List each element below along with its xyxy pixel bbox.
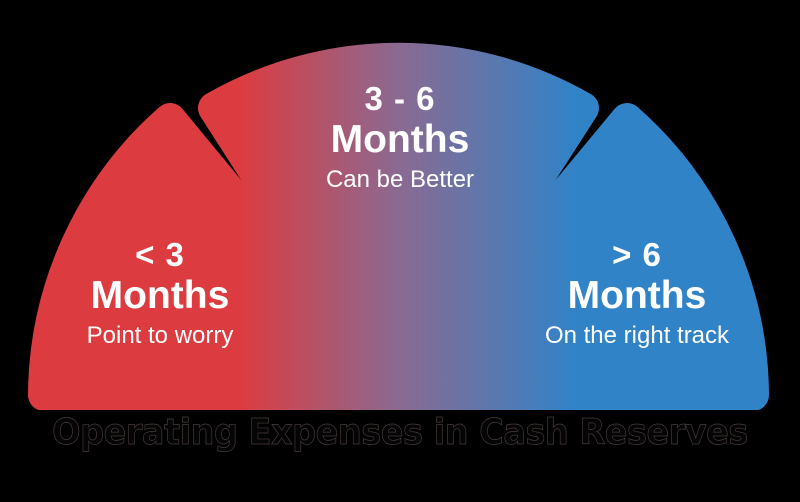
segment-middle-range: 3 - 6: [364, 80, 436, 117]
chart-title: Operating Expenses in Cash Reserves: [52, 412, 749, 454]
segment-right-caption: On the right track: [544, 322, 730, 349]
segment-label-middle: 3 - 6 Months Can be Better: [273, 82, 527, 192]
segment-middle-unit: Months: [330, 118, 470, 161]
segment-left-range: < 3: [135, 236, 185, 273]
segment-middle-caption: Can be Better: [325, 166, 475, 193]
gauge-segment-right[interactable]: [382, 103, 769, 410]
gauge-segment-middle[interactable]: [198, 42, 599, 410]
segment-label-left: < 3 Months Point to worry: [35, 238, 285, 348]
gauge-chart: [28, 42, 769, 410]
segment-right-range: > 6: [612, 236, 662, 273]
segment-right-unit: Months: [567, 274, 707, 317]
segment-left-unit: Months: [90, 274, 230, 317]
segment-label-right: > 6 Months On the right track: [512, 238, 762, 348]
gauge-segment-left[interactable]: [28, 103, 414, 410]
segment-left-caption: Point to worry: [86, 322, 234, 349]
